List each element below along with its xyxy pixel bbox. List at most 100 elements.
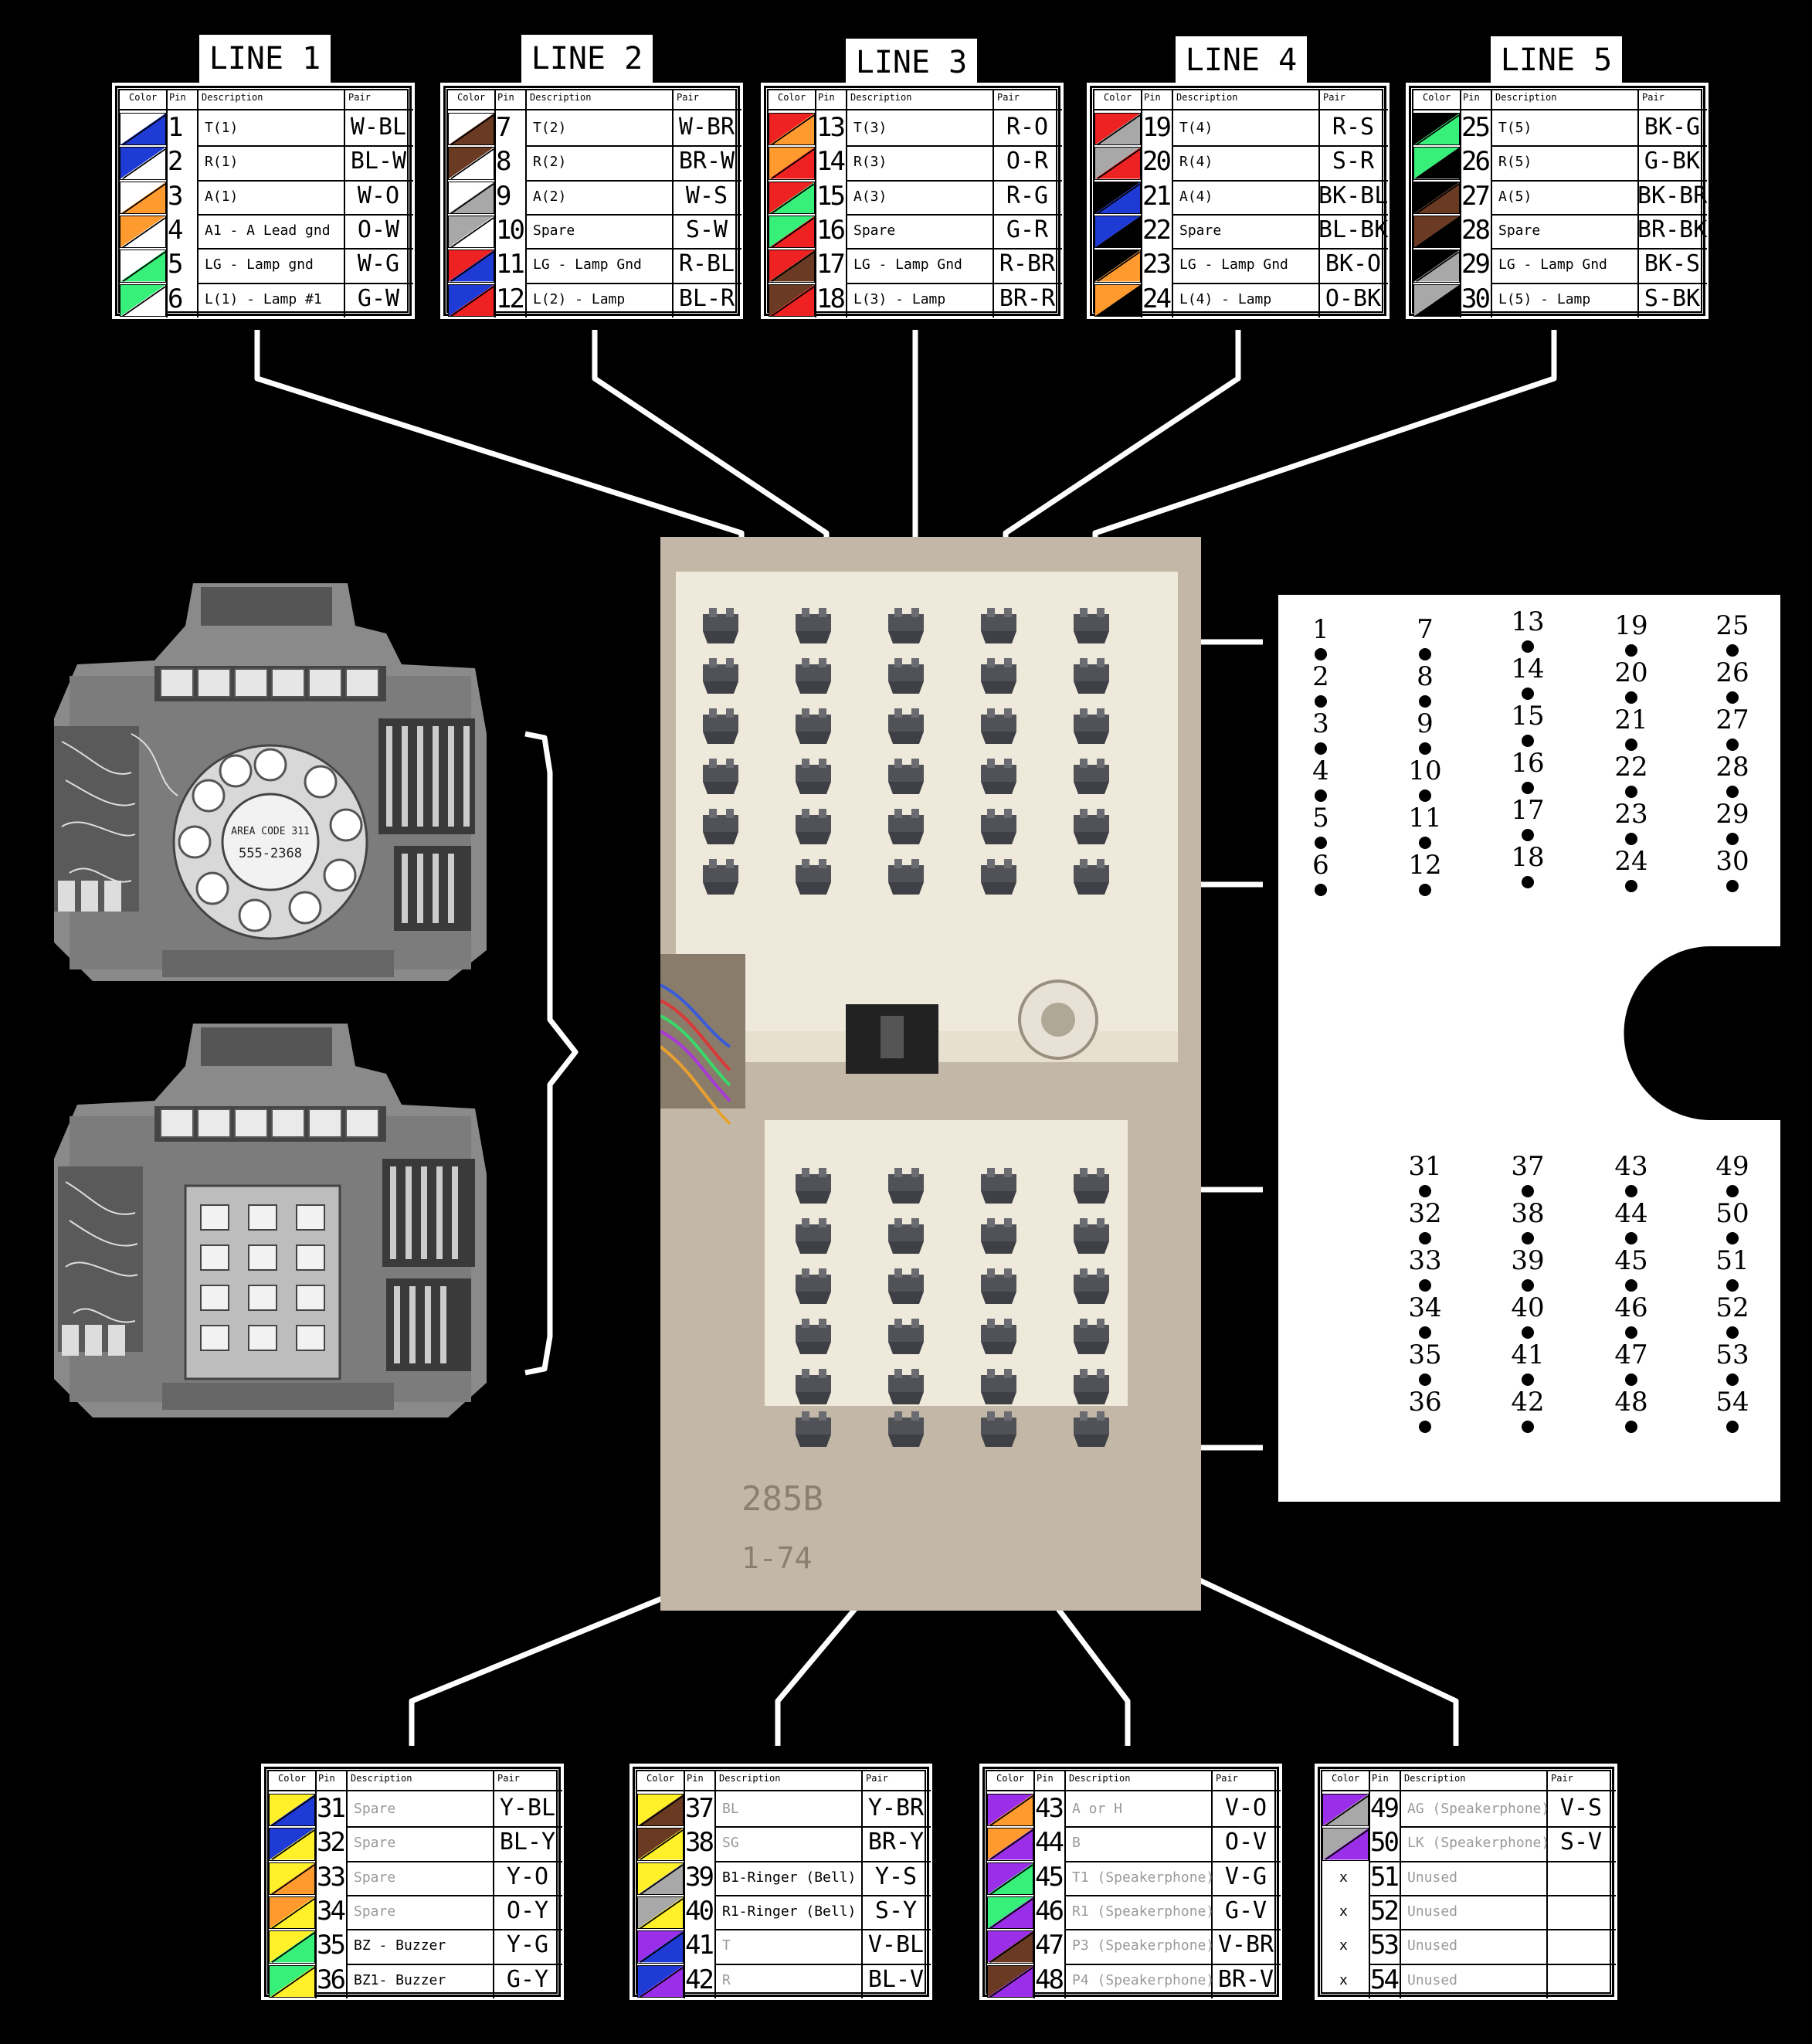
swatch-primary-color [769, 284, 814, 316]
pin-description: L(1) - Lamp #1 [205, 290, 322, 307]
wire-pair: Y-O [506, 1862, 549, 1890]
wire-pair: O-W [357, 216, 400, 244]
pin-map-dot [1315, 789, 1327, 802]
swatch-primary-color [270, 1965, 314, 1997]
wire-pair: W-G [357, 250, 400, 278]
wire-pair: O-V [1224, 1828, 1267, 1856]
line-1-title: LINE 1 [199, 35, 331, 83]
pin-number: 15 [816, 180, 846, 212]
header-color: Color [996, 1773, 1025, 1784]
row-divider [525, 282, 741, 284]
header-description: Description [530, 92, 592, 103]
pin-description: Spare [533, 222, 575, 239]
pin-map-label: 29 [1715, 799, 1749, 830]
wire-color-swatch [1413, 113, 1460, 146]
pin-description: Spare [354, 1869, 396, 1886]
row-divider [846, 248, 1062, 250]
wire-color-swatch [1094, 147, 1141, 180]
wire-pair: BL-Y [499, 1828, 556, 1856]
pin-map-dot [1726, 1373, 1739, 1386]
pin-description: SG [722, 1835, 739, 1852]
row-divider [197, 145, 413, 148]
wire-pair: Y-BL [499, 1794, 556, 1822]
row-divider [1172, 145, 1388, 148]
header-description: Description [202, 92, 263, 103]
wire-color-swatch [987, 1896, 1033, 1930]
pin-description: T1 (Speakerphone) [1072, 1869, 1215, 1886]
header-pair: Pair [1216, 1773, 1238, 1784]
swatch-secondary-color [120, 250, 165, 282]
header-divider [1094, 109, 1388, 110]
pin-map-label: 54 [1715, 1387, 1749, 1418]
swatch-primary-color [270, 1794, 314, 1826]
column-divider [1064, 1771, 1066, 1998]
row-divider [1491, 145, 1707, 148]
header-divider [987, 1790, 1281, 1791]
pin-map-label: 38 [1511, 1198, 1545, 1229]
pin-map-dot [1625, 1185, 1637, 1197]
pin-map-dot [1625, 1373, 1637, 1386]
bracket-line [524, 731, 579, 1376]
pin-map-label: 18 [1511, 842, 1545, 873]
pin-number: 5 [168, 249, 184, 280]
header-pair: Pair [866, 1773, 888, 1784]
header-divider [769, 109, 1062, 110]
pin-map-dot [1625, 1279, 1637, 1292]
header-pin: Pin [497, 92, 514, 103]
swatch-secondary-color [270, 1931, 314, 1963]
pin-description: Unused [1407, 1903, 1458, 1920]
column-divider [1172, 90, 1173, 317]
swatch-primary-color [1414, 284, 1459, 316]
wire-pair: S-W [685, 216, 728, 244]
column-divider [1318, 90, 1320, 317]
pin-map-label: 2 [1312, 661, 1329, 692]
swatch-primary-color [988, 1828, 1033, 1860]
pin-description: A(3) [853, 188, 887, 205]
pin-map-dot [1625, 738, 1637, 751]
pin-map-label: 16 [1511, 748, 1545, 779]
pin-description: LG - Lamp Gnd [853, 256, 962, 273]
pin-map-label: 45 [1614, 1245, 1648, 1276]
swatch-primary-color [638, 1794, 683, 1826]
wire-color-swatch [1413, 216, 1460, 249]
pin-description: Spare [1179, 222, 1222, 239]
pin-map-label: 39 [1511, 1245, 1545, 1276]
row-divider [846, 145, 1062, 148]
pin-number: 49 [1370, 1793, 1400, 1825]
pin-number: 52 [1370, 1896, 1400, 1927]
wire-color-swatch [269, 1930, 315, 1964]
column-divider [1141, 90, 1142, 317]
wire-color-swatch [1094, 181, 1141, 214]
pin-description: R(1) [205, 154, 239, 171]
pin-description: Unused [1407, 1971, 1458, 1988]
pin-map-label: 20 [1614, 657, 1648, 688]
wire-color-swatch [448, 147, 494, 180]
wire-color-swatch [769, 113, 815, 146]
pin-map-dot [1522, 876, 1534, 888]
column-divider [493, 1771, 494, 1998]
swatch-secondary-color [769, 284, 814, 316]
wire-color-swatch [987, 1828, 1033, 1861]
wire-color-swatch [1094, 284, 1141, 317]
wire-pair: S-BK [1644, 284, 1701, 312]
wire-color-swatch [120, 250, 166, 283]
swatch-primary-color [988, 1931, 1033, 1963]
phone-keypad-photo [46, 1020, 494, 1429]
swatch-primary-color [120, 114, 165, 145]
row-divider [1064, 1860, 1281, 1862]
wire-pair: BL-R [678, 284, 735, 312]
row-divider [846, 214, 1062, 216]
wire-pair: BL-BK [1318, 216, 1389, 244]
pin-map-dot [1419, 695, 1431, 708]
pin-number: 47 [1035, 1930, 1064, 1961]
pin-map-label: 12 [1408, 850, 1442, 881]
row-divider [1172, 282, 1388, 284]
